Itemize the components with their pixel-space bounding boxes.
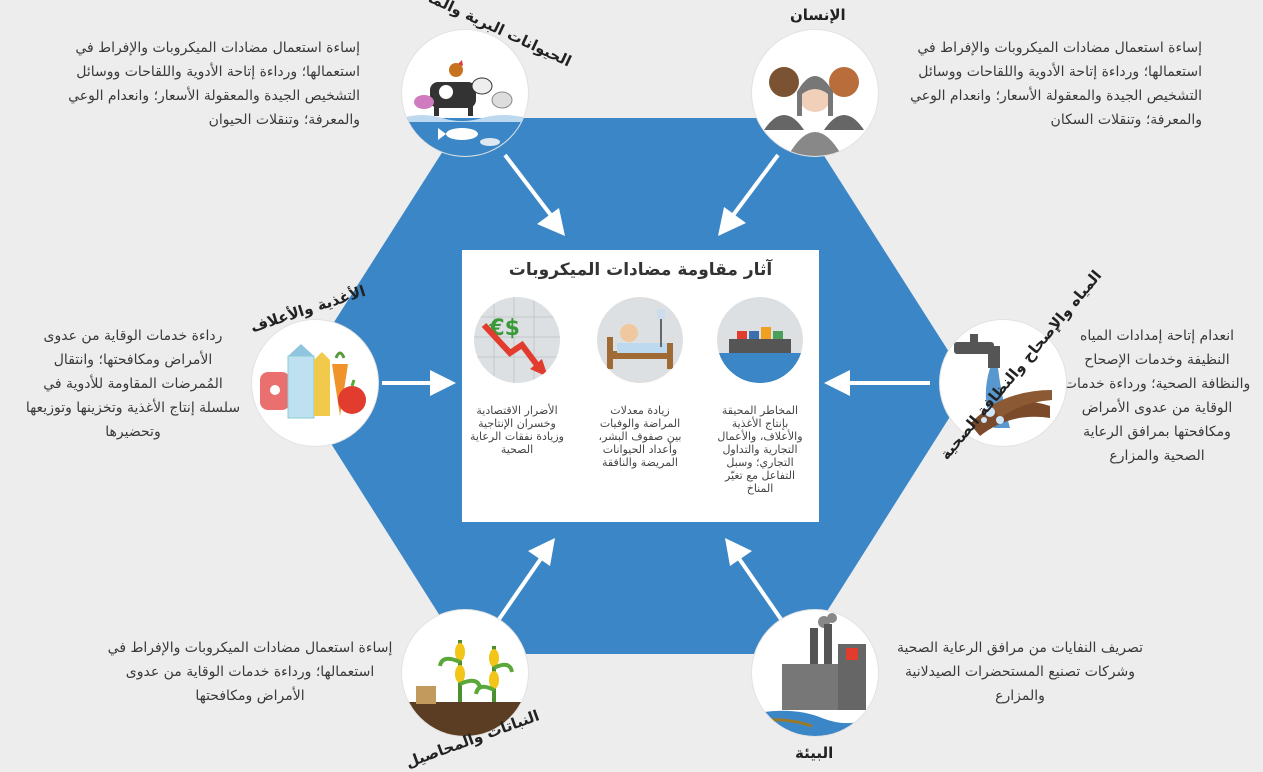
humans-node — [752, 30, 878, 156]
arrow-from-water — [824, 370, 930, 396]
arrow-from-environment — [725, 538, 787, 627]
impacts-panel: آثار مقاومة مضادات الميكروبات المخاطر ال… — [462, 250, 819, 522]
impact-text-health: زيادة معدلات المراضة والوفيات بين صفوف ا… — [598, 404, 682, 469]
note-food: رداءة خدمات الوقاية من عدوى الأمراض ومكا… — [25, 328, 241, 440]
patient-bed-icon — [597, 297, 683, 383]
note-animals: إساءة استعمال مضادات الميكروبات والإفراط… — [68, 40, 360, 128]
plants-icon — [402, 640, 528, 736]
arrows — [382, 153, 930, 627]
environment-node — [752, 610, 878, 736]
ship-icon — [717, 297, 803, 383]
people-icon — [764, 67, 864, 156]
economic-decline-icon: $€ — [474, 297, 560, 383]
plants-node — [402, 610, 528, 736]
water-node — [940, 320, 1066, 446]
animals-icon — [402, 60, 528, 156]
food-icon — [260, 344, 366, 419]
impacts-title: آثار مقاومة مضادات الميكروبات — [508, 260, 773, 280]
label-humans: الإنسان — [790, 6, 846, 24]
food-node — [252, 320, 378, 446]
note-water: انعدام إتاحة إمدادات المياه النظيفة وخدم… — [1063, 328, 1251, 464]
arrow-from-plants — [493, 538, 555, 627]
label-environment: البيئة — [795, 744, 834, 762]
arrow-from-humans — [718, 153, 780, 236]
impact-text-trade: المخاطر المحيقة بإنتاج الأغذية والأعلاف،… — [717, 404, 803, 495]
water-tap-icon — [954, 334, 1052, 436]
note-humans: إساءة استعمال مضادات الميكروبات والإفراط… — [910, 40, 1202, 128]
animals-node — [402, 30, 528, 156]
arrow-from-food — [382, 370, 456, 396]
note-plants: إساءة استعمال مضادات الميكروبات والإفراط… — [107, 640, 393, 704]
impact-text-economy: الأضرار الاقتصادية وخسران الإنتاجية وزيا… — [470, 404, 564, 456]
note-environment: تصريف النفايات من مرافق الرعاية الصحية و… — [896, 640, 1144, 704]
factory-icon — [752, 613, 878, 736]
arrow-from-animals — [503, 153, 565, 236]
